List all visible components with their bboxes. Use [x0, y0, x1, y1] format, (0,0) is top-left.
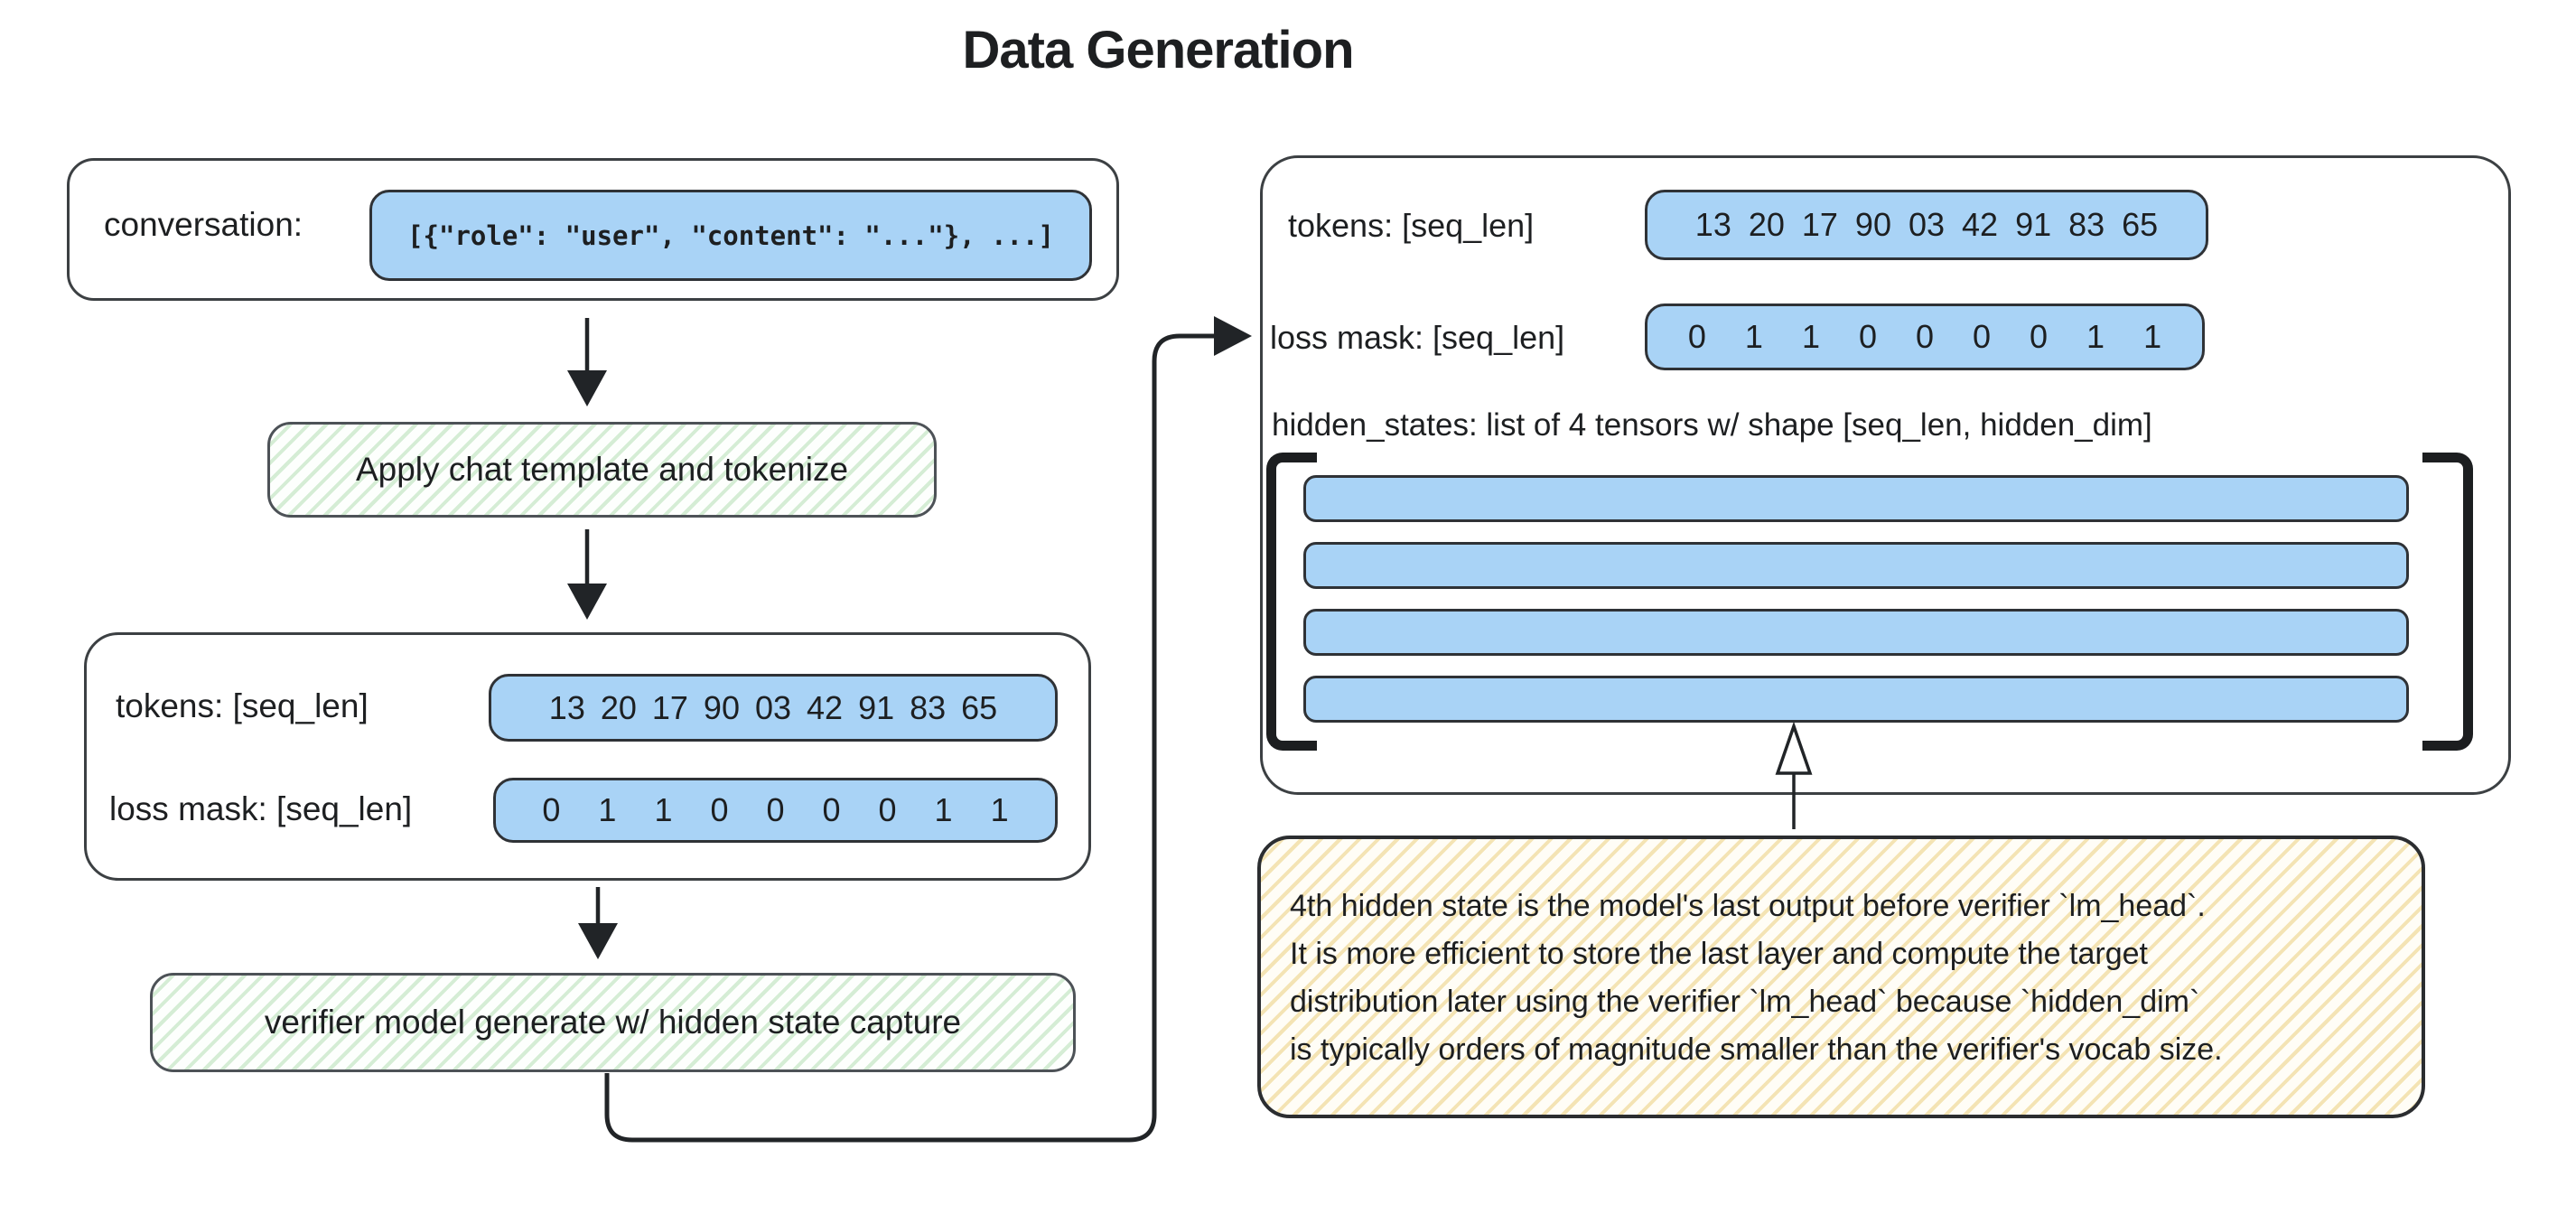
note-box: 4th hidden state is the model's last out…	[1257, 836, 2425, 1118]
note-line: It is more efficient to store the last l…	[1290, 937, 2148, 971]
step-apply-chat-template: Apply chat template and tokenize	[267, 422, 937, 518]
right-bracket	[2422, 453, 2473, 751]
tensor-bar	[1303, 676, 2409, 723]
diagram-title: Data Generation	[962, 21, 1355, 79]
tokens-values-pill: 13 20 17 90 03 42 91 83 65	[489, 674, 1058, 742]
note-line: distribution later using the verifier `l…	[1290, 985, 2200, 1019]
tensor-bar	[1303, 609, 2409, 656]
step-verifier-generate: verifier model generate w/ hidden state …	[150, 973, 1076, 1072]
loss-mask-values-pill: 0 1 1 0 0 0 0 1 1	[493, 778, 1058, 843]
generation-output-panel: tokens: [seq_len] 13 20 17 90 03 42 91 8…	[1260, 155, 2511, 795]
tokens-values-pill: 13 20 17 90 03 42 91 83 65	[1645, 190, 2208, 260]
arrow-template-to-tokens	[567, 529, 607, 620]
tokens-label: tokens: [seq_len]	[116, 687, 369, 724]
tensor-bar	[1303, 542, 2409, 589]
loss-mask-values-pill: 0 1 1 0 0 0 0 1 1	[1645, 304, 2205, 370]
loss-mask-label: loss mask: [seq_len]	[109, 790, 413, 827]
hidden-states-label: hidden_states: list of 4 tensors w/ shap…	[1272, 407, 2152, 443]
arrow-conversation-to-template	[567, 318, 607, 406]
conversation-value-pill: [{"role": "user", "content": "..."}, ...…	[369, 190, 1092, 281]
conversation-label: conversation:	[104, 206, 303, 243]
note-line: is typically orders of magnitude smaller…	[1290, 1032, 2223, 1067]
left-bracket	[1266, 453, 1317, 751]
tensor-bars	[1303, 475, 2409, 723]
arrow-tokens-to-verifier	[578, 887, 618, 959]
note-line: 4th hidden state is the model's last out…	[1290, 889, 2206, 923]
tensor-bar	[1303, 475, 2409, 522]
conversation-box: conversation: [{"role": "user", "content…	[67, 158, 1119, 301]
tokens-label: tokens: [seq_len]	[1288, 207, 1535, 244]
loss-mask-label: loss mask: [seq_len]	[1270, 319, 1565, 356]
tokens-loss-mask-box: tokens: [seq_len] 13 20 17 90 03 42 91 8…	[84, 632, 1091, 881]
